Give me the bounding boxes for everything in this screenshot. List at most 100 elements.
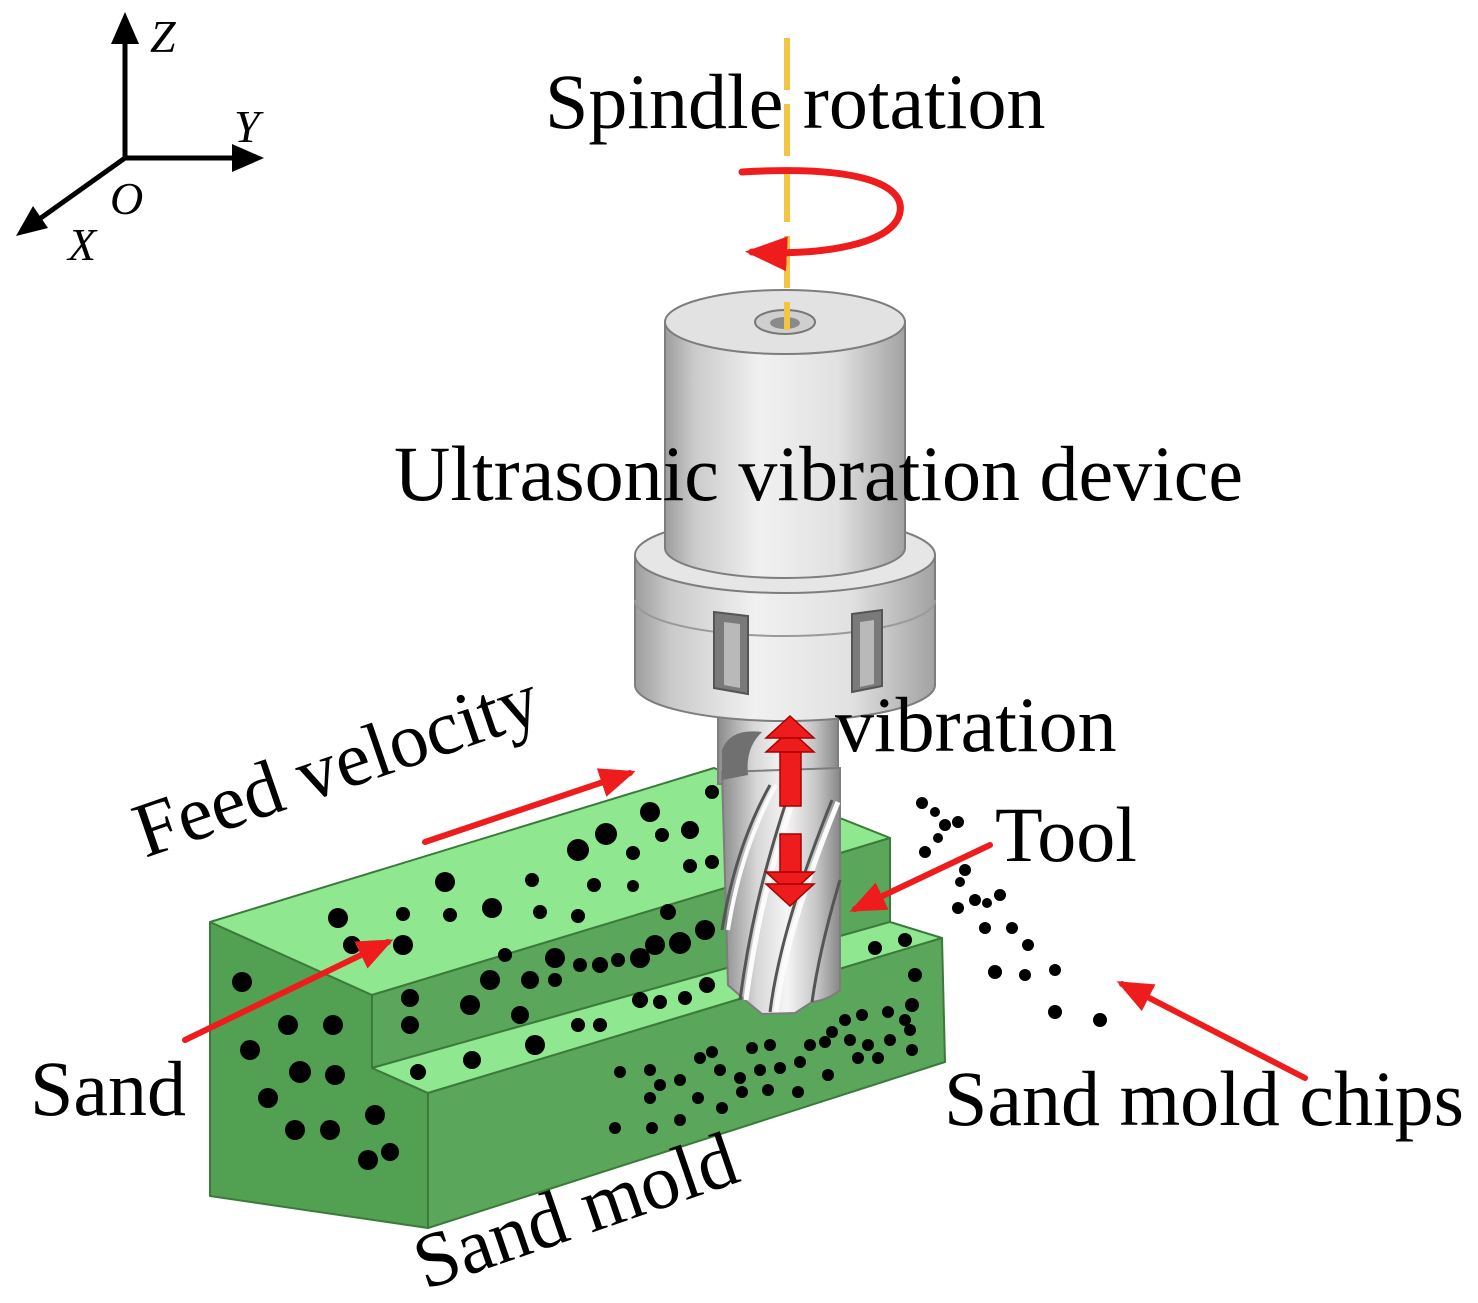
- sand-particle: [852, 1052, 864, 1064]
- chips-pointer-arrow: [1116, 981, 1308, 1081]
- sand-particle: [898, 933, 912, 947]
- sand-particle: [443, 908, 457, 922]
- sand-particle: [868, 941, 882, 955]
- sand-particle: [862, 1039, 874, 1051]
- sand-particle: [645, 935, 665, 955]
- tool-flute-edge: [720, 784, 772, 931]
- sand-particle: [792, 1086, 804, 1098]
- sand-particle: [289, 1061, 311, 1083]
- sand-particle: [762, 1084, 774, 1096]
- sand-particle: [674, 1074, 686, 1086]
- sand-mold-chip: [979, 922, 991, 934]
- sand-particle: [511, 1006, 529, 1024]
- tool-flute-highlight: [743, 791, 799, 1001]
- tool-flute-edge: [738, 789, 792, 1001]
- sand-mold-chip: [988, 965, 1002, 979]
- sand-particle: [764, 1039, 776, 1051]
- sand-particle: [323, 1015, 343, 1035]
- sand-particle: [640, 802, 660, 822]
- sand-particle: [381, 1143, 399, 1161]
- sand-particle: [754, 1064, 766, 1076]
- sand-particle: [872, 1052, 884, 1064]
- sand-particle: [644, 1064, 656, 1076]
- tool-flutes: [720, 784, 842, 1013]
- sand-mold-chip: [982, 898, 992, 908]
- sand-particle: [694, 1052, 706, 1064]
- sand-particle: [905, 998, 919, 1012]
- sand-particle: [714, 1064, 726, 1076]
- tool-flute-highlight: [773, 801, 841, 1013]
- sand-particle: [822, 1069, 834, 1081]
- sand-particle: [774, 1062, 786, 1074]
- sand-particle: [343, 936, 361, 954]
- sand-particle: [595, 823, 617, 845]
- cylinder-body: [664, 321, 906, 579]
- sand-particle: [525, 873, 539, 887]
- sand-mold-chip: [994, 889, 1006, 901]
- sand-particle: [654, 1079, 666, 1091]
- sand-particle: [899, 1014, 911, 1026]
- sand-mold-chip: [969, 894, 981, 906]
- sand-particle: [573, 958, 587, 972]
- vibration-arrows: [764, 714, 816, 908]
- sand-mold-chip: [959, 864, 971, 876]
- sand-particle: [678, 991, 692, 1005]
- sand-mold-chip: [1048, 1005, 1062, 1019]
- sand-particle: [240, 1040, 260, 1060]
- sand-particle: [794, 1056, 806, 1068]
- sand-particle: [630, 948, 650, 968]
- x-axis-arrowhead: [16, 206, 48, 236]
- vibration-down-arrowhead: [764, 871, 816, 896]
- tool-flute-highlight: [726, 784, 778, 931]
- sand-particle: [480, 970, 500, 990]
- sand-particle: [646, 1122, 658, 1134]
- vibration-down-arrowhead: [764, 883, 816, 908]
- sand-mold-chip-particles: [916, 797, 1107, 1027]
- z-axis-label: Z: [150, 11, 176, 62]
- sand-particle: [545, 948, 565, 968]
- sand-particle: [592, 957, 608, 973]
- sand-particle: [285, 1120, 305, 1140]
- sand-particle: [839, 1014, 851, 1026]
- sand-particle: [734, 1072, 746, 1084]
- sand-particle: [609, 1122, 621, 1134]
- sand-particle: [882, 1006, 894, 1018]
- sand-mold-chip: [952, 902, 964, 914]
- sand-particle: [692, 1092, 704, 1104]
- spindle-rotation-arrow: [738, 167, 904, 272]
- sand-particle: [593, 1018, 607, 1032]
- collar-ridge: [634, 599, 936, 637]
- sand-particle: [320, 1120, 340, 1140]
- sand-particle: [844, 1034, 856, 1046]
- sand-particle: [626, 846, 640, 860]
- sand-particle: [325, 1065, 345, 1085]
- sand-particle: [482, 898, 502, 918]
- sand-particle: [699, 977, 715, 993]
- sand-particle: [521, 971, 539, 989]
- tool-label: Tool: [995, 791, 1137, 878]
- sand-particle: [653, 995, 667, 1009]
- coordinate-axes: [16, 12, 264, 236]
- sand-mold-chip: [1006, 922, 1018, 934]
- sand-particle: [644, 1092, 656, 1104]
- sand-particle: [463, 1051, 481, 1069]
- sand-mold-chip: [1022, 939, 1034, 951]
- sand-particle: [908, 968, 922, 982]
- sand-particle: [401, 1016, 419, 1034]
- sand-particle: [410, 1064, 426, 1080]
- sand-particle: [614, 1066, 626, 1078]
- sand-particle: [736, 1086, 748, 1098]
- z-axis-arrowhead: [111, 12, 139, 44]
- sand-particle: [396, 907, 410, 921]
- vibration-label: vibration: [835, 681, 1117, 768]
- sand-particle: [906, 1044, 918, 1056]
- sand-particle: [716, 1102, 728, 1114]
- tool-pointer-arrow: [849, 842, 993, 912]
- sand-particle: [669, 932, 691, 954]
- sand-particle: [365, 1105, 385, 1125]
- sand-particle: [884, 1034, 896, 1046]
- sand-particles: [232, 785, 922, 1170]
- sand-mold-chip: [916, 797, 928, 809]
- sand-particle: [695, 920, 715, 940]
- sand-particle: [567, 839, 589, 861]
